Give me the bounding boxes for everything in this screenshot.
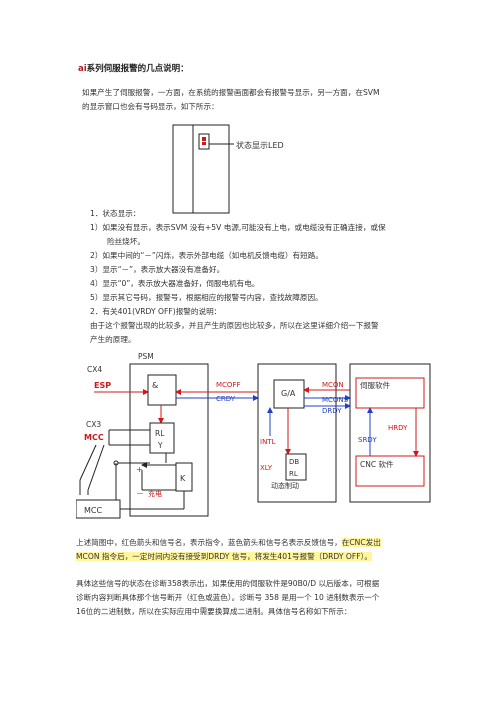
mcoff-label: MCOFF <box>216 381 241 389</box>
led-window <box>198 133 210 150</box>
charge-label: 充电 <box>148 489 162 498</box>
list-line: 1．状态显示： <box>90 209 141 218</box>
psm-label: PSM <box>138 352 154 361</box>
list-line: 1）如果没有显示，表示SVM 没有+5V 电源,可能没有上电，或电缆没有正确连接… <box>90 223 386 232</box>
caption-highlight: MCON 指令后，一定时间内没有接受到DRDY 信号，将发生401号报警（DRD… <box>76 552 372 561</box>
list-line: 险丝烧坏。 <box>107 237 145 246</box>
db-block <box>285 453 307 481</box>
cnc-software-label: CNC 软件 <box>360 459 394 469</box>
mcc-box-label: MCC <box>84 506 102 515</box>
caption-text: 上述简图中，红色箭头和信号名，表示指令，蓝色箭头和信号名表示反馈信号， <box>76 538 342 547</box>
footer-line-3: 16位的二进制数，所以在实际应用中需要换算成二进制。具体信号名称如下所示： <box>76 607 352 616</box>
intro-line-2: 的显示窗口也会有号码显示，如下所示： <box>82 102 219 111</box>
mcc-signal-label: MCC <box>84 433 104 442</box>
list-line: 5）显示其它号码，报警号，根据相应的报警号内容，查找故障原因。 <box>90 293 323 302</box>
mcon-label: MCON <box>322 381 344 389</box>
intl-label: INTL <box>260 438 276 446</box>
led-indicator <box>202 137 206 141</box>
drdy-label: DRDY <box>322 407 342 415</box>
cx3-label: CX3 <box>86 420 101 429</box>
mcons-label: MCONS <box>322 396 349 404</box>
and-label: & <box>152 381 158 390</box>
crdy-label: CRDY <box>216 395 236 403</box>
signal-diagram: PSM CX4 ESP & CX3 MCC RL Y + － 充电 K MCC … <box>76 352 431 519</box>
minus-label: － <box>136 489 144 498</box>
intro-line-1: 如果产生了伺服报警，一方面，在系统的报警画面都会有报警号显示，另一方面，在SVM <box>82 88 380 97</box>
list-line: 4）显示“0”，表示放大器准备好，伺服电机有电。 <box>90 279 260 288</box>
ga-box <box>257 363 337 503</box>
servo-software-label: 伺服软件 <box>360 380 390 390</box>
list-line: 2）如果中间的“－”闪烁，表示外部电缆（如电机反馈电缆）有短路。 <box>90 251 323 260</box>
ga-label: G/A <box>281 389 296 398</box>
amplifier-figure: 状态显示LED <box>172 124 284 214</box>
cnc-software-box <box>355 455 425 487</box>
dynamic-brake-label: 动态制动 <box>271 481 299 490</box>
rly-label-2: Y <box>157 441 163 450</box>
footer-line-2: 诊断内容判断具体那个信号断开（红色或蓝色）。诊断号 358 是用一个 10 进制… <box>76 593 380 602</box>
footer-line-1: 具体这些信号的状态在诊断358表示出，如果使用的伺服软件是90B0/D 以后版本… <box>76 579 380 588</box>
servo-software-box <box>355 377 425 409</box>
caption-line-1: 上述简图中，红色箭头和信号名，表示指令，蓝色箭头和信号名表示反馈信号，在CNC发… <box>76 536 381 550</box>
wire <box>87 444 105 491</box>
list-line: 由于这个报警出现的比较多，并且产生的原因也比较多，所以在这里详细介绍一下报警 <box>90 321 379 330</box>
and-gate <box>147 374 177 406</box>
list-line: 3）显示“－”，表示放大器没有准备好。 <box>90 265 225 274</box>
xly-label: XLY <box>260 464 273 472</box>
caption-highlight: 在CNC发出 <box>341 538 381 547</box>
rly-label-1: RL <box>155 429 165 438</box>
caption-line-2: MCON 指令后，一定时间内没有接受到DRDY 信号，将发生401号报警（DRD… <box>76 550 372 564</box>
plus-label: + <box>136 465 143 474</box>
led-label: 状态显示LED <box>236 140 284 150</box>
ga-block <box>273 379 305 409</box>
title-text: 系列伺服报警的几点说明： <box>86 64 189 74</box>
esp-label: ESP <box>94 381 111 390</box>
hrdy-label: HRDY <box>388 424 408 432</box>
wire <box>79 444 97 481</box>
srdy-label: SRDY <box>358 436 377 444</box>
cx4-label: CX4 <box>87 365 102 374</box>
list-line: 2．有关401(VRDY OFF)报警的说明： <box>90 307 222 316</box>
list-line: 产生的原理。 <box>90 335 136 344</box>
relay-box <box>149 422 175 454</box>
db-label-2: RL <box>289 470 298 478</box>
cnc-box <box>349 363 431 503</box>
k-label: K <box>180 474 186 483</box>
title-prefix: ai <box>78 64 87 74</box>
section-title: ai系列伺服报警的几点说明： <box>78 62 189 74</box>
db-label-1: DB <box>289 458 299 466</box>
led-indicator-2 <box>202 142 206 145</box>
psm-box <box>129 363 209 517</box>
